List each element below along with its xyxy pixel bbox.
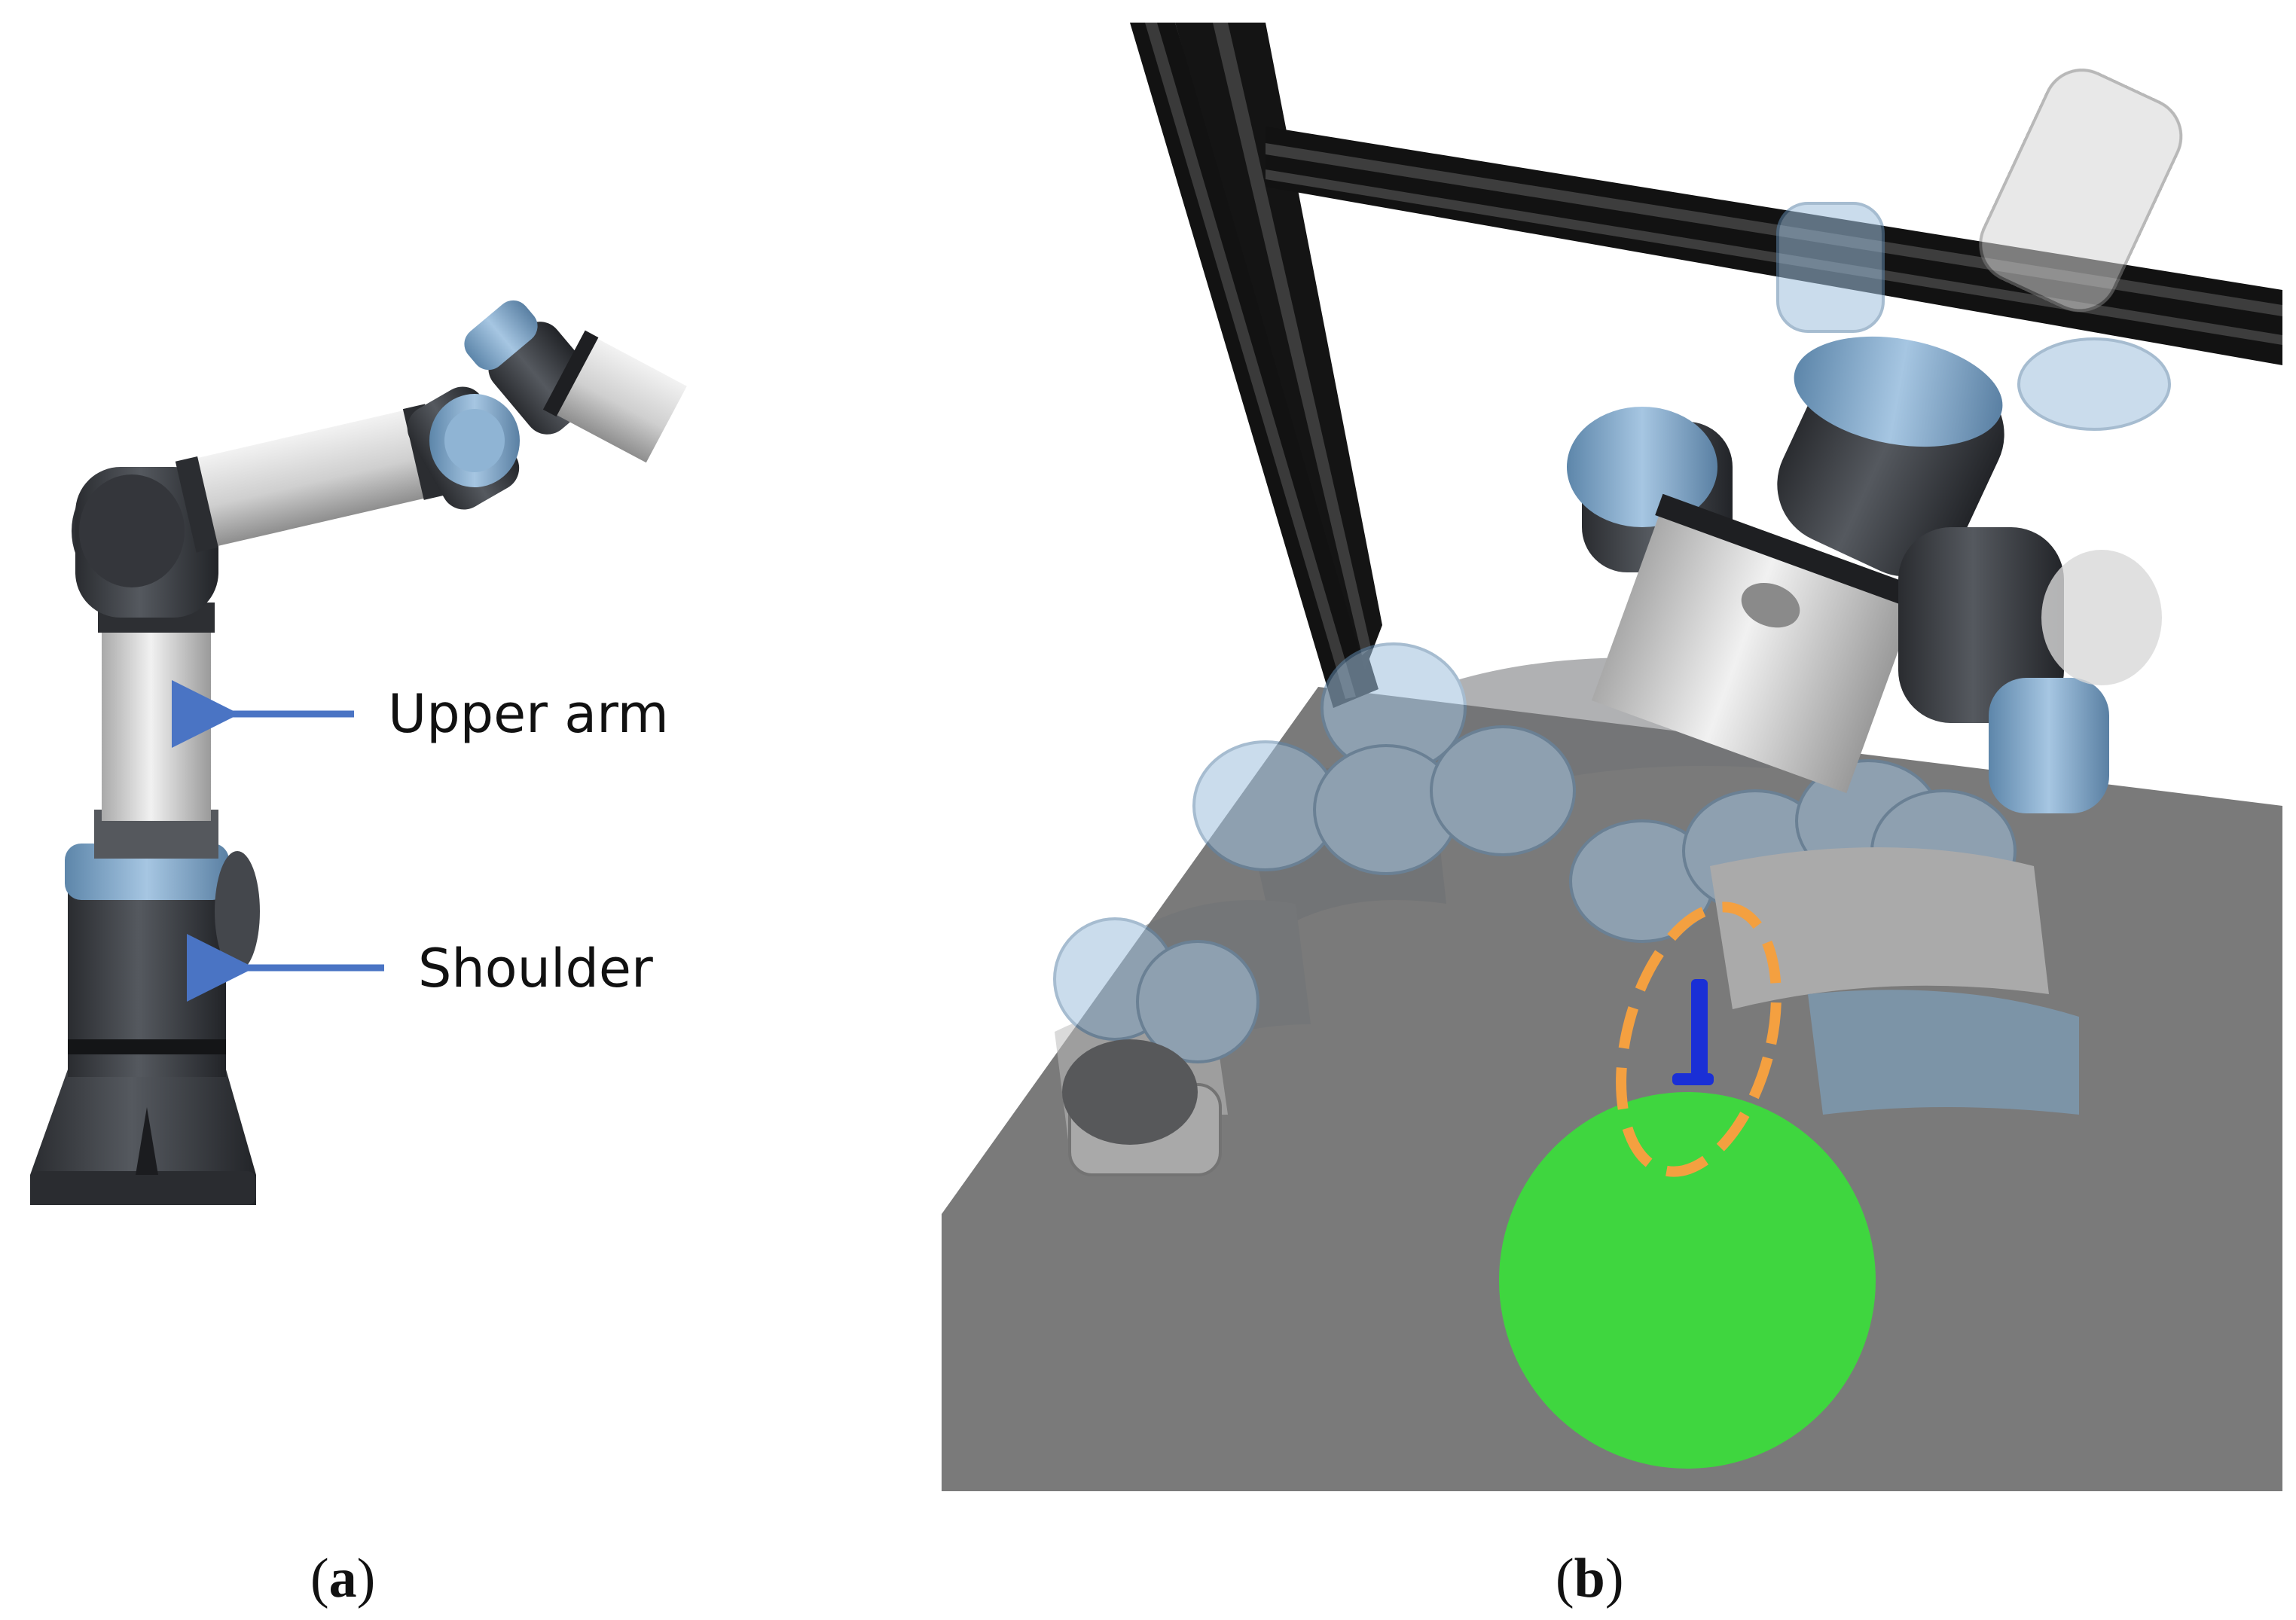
arm-final-pose [1567, 336, 2162, 813]
simulation-scene [942, 23, 2282, 1491]
panel-b: (b) [942, 23, 2282, 1609]
panel-a-caption: (a) [310, 1548, 375, 1609]
contact-highlight-ellipse [1616, 902, 1782, 1177]
shoulder-label: Shoulder [418, 938, 653, 999]
robot-arm-illustration [30, 300, 687, 1205]
upper-arm-label: Upper arm [388, 683, 669, 745]
arm-trajectory-ghosts [1053, 69, 2183, 1176]
target-sphere [1499, 1092, 1876, 1469]
panel-a: Upper arm Shoulder (a) [30, 300, 687, 1609]
panel-b-caption: (b) [1556, 1548, 1623, 1609]
contact-marker [1672, 979, 1714, 1085]
